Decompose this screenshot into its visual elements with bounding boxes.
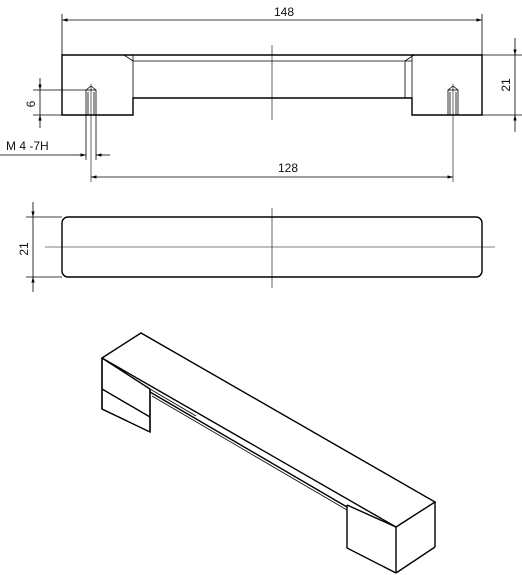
- dimension-hole-depth: 6: [24, 78, 86, 128]
- left-thread-hole: [85, 84, 97, 182]
- dimension-height-front: 21: [482, 38, 522, 132]
- dimension-hole-spacing: 128: [91, 161, 453, 179]
- dimension-height-top-label: 21: [17, 242, 31, 256]
- isometric-view: [100, 332, 437, 574]
- dimension-thread-spec-label: M 4 -7H: [6, 139, 49, 153]
- iso-left-leg: [101, 389, 151, 434]
- front-view: 148 21 6 M 4 -7H: [0, 5, 522, 182]
- iso-front-face: [101, 358, 151, 418]
- iso-underside-edge: [149, 391, 348, 508]
- iso-right-leg: [346, 505, 397, 574]
- dimension-hole-depth-label: 6: [24, 100, 38, 107]
- dimension-overall-length-label: 148: [274, 5, 294, 19]
- dimension-hole-spacing-label: 128: [278, 161, 298, 175]
- right-thread-hole: [447, 84, 459, 182]
- iso-top-face: [100, 332, 437, 528]
- dimension-thread-spec: M 4 -7H: [0, 115, 110, 160]
- dimension-height-top: 21: [17, 202, 62, 292]
- dimension-overall-length: 148: [61, 5, 483, 55]
- top-view: 21: [17, 202, 495, 292]
- dimension-height-front-label: 21: [499, 78, 513, 92]
